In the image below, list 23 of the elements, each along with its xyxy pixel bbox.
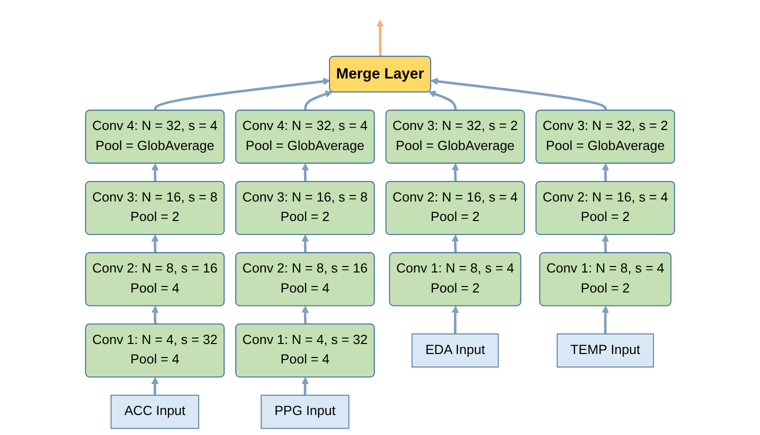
arrow bbox=[452, 234, 459, 254]
arrow bbox=[301, 377, 309, 396]
arrow bbox=[301, 306, 309, 324]
arrow bbox=[304, 90, 332, 111]
arrow bbox=[602, 163, 609, 182]
node-box: TEMP Input bbox=[556, 333, 654, 368]
arrow bbox=[301, 234, 309, 254]
arrow bbox=[154, 78, 330, 111]
arrow bbox=[452, 163, 459, 182]
node-box: ACC Input bbox=[110, 394, 200, 429]
node-box: EDA Input bbox=[412, 333, 499, 368]
arrow bbox=[430, 78, 607, 111]
node-box: PPG Input bbox=[260, 394, 350, 429]
arrow bbox=[452, 306, 459, 334]
arrow bbox=[376, 20, 384, 57]
arrow bbox=[151, 163, 159, 182]
arrow bbox=[151, 234, 159, 254]
arrow bbox=[602, 306, 609, 334]
arrow bbox=[428, 90, 457, 111]
arrow bbox=[151, 306, 159, 324]
arrow bbox=[301, 163, 309, 182]
arrow bbox=[602, 234, 609, 254]
arrow bbox=[151, 377, 159, 396]
